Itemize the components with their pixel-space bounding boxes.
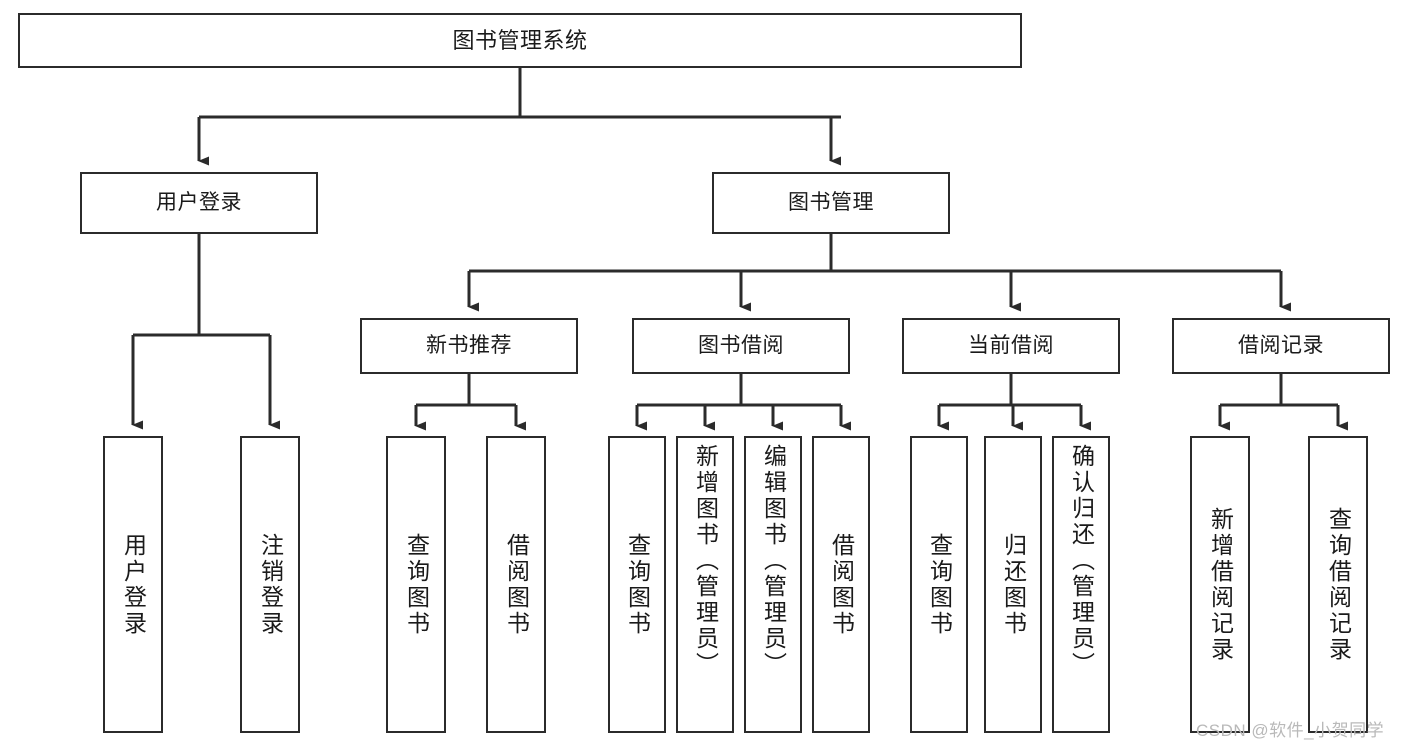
leaf-current-query-book-label: 查询图书 [926,532,953,637]
leaf-borrow-edit-book-label: 编辑图书（管理员） [760,444,787,678]
node-user-login-label: 用户登录 [156,190,242,214]
leaf-record-query[interactable]: 查询借阅记录 [1308,436,1368,733]
node-book-borrow[interactable]: 图书借阅 [632,318,850,374]
leaf-recommend-query-book[interactable]: 查询图书 [386,436,446,733]
leaf-current-confirm-return-label: 确认归还（管理员） [1068,444,1095,678]
node-root-label: 图书管理系统 [452,27,588,53]
node-book-borrow-label: 图书借阅 [698,333,784,357]
leaf-user-login[interactable]: 用户登录 [103,436,163,733]
leaf-borrow-query-book-label: 查询图书 [624,532,651,637]
node-current-borrow[interactable]: 当前借阅 [902,318,1120,374]
leaf-current-confirm-return[interactable]: 确认归还（管理员） [1052,436,1110,733]
leaf-record-query-label: 查询借阅记录 [1325,506,1352,663]
leaf-user-logout-label: 注销登录 [257,532,284,637]
node-borrow-record-label: 借阅记录 [1238,333,1324,357]
leaf-user-logout[interactable]: 注销登录 [240,436,300,733]
leaf-borrow-borrow-book-label: 借阅图书 [828,532,855,637]
node-root[interactable]: 图书管理系统 [18,13,1022,68]
leaf-recommend-query-book-label: 查询图书 [403,532,430,637]
leaf-record-add[interactable]: 新增借阅记录 [1190,436,1250,733]
watermark: CSDN @软件_小贺同学 [1196,721,1385,740]
node-book-manage-label: 图书管理 [788,190,874,214]
leaf-borrow-borrow-book[interactable]: 借阅图书 [812,436,870,733]
leaf-current-query-book[interactable]: 查询图书 [910,436,968,733]
node-current-borrow-label: 当前借阅 [968,333,1054,357]
node-new-book-recommend-label: 新书推荐 [426,333,512,357]
leaf-borrow-edit-book[interactable]: 编辑图书（管理员） [744,436,802,733]
leaf-borrow-add-book-label: 新增图书（管理员） [692,444,719,678]
node-book-manage[interactable]: 图书管理 [712,172,950,234]
node-borrow-record[interactable]: 借阅记录 [1172,318,1390,374]
leaf-user-login-label: 用户登录 [120,532,147,637]
leaf-recommend-borrow-book-label: 借阅图书 [503,532,530,637]
leaf-recommend-borrow-book[interactable]: 借阅图书 [486,436,546,733]
node-user-login[interactable]: 用户登录 [80,172,318,234]
leaf-borrow-query-book[interactable]: 查询图书 [608,436,666,733]
leaf-current-return-book[interactable]: 归还图书 [984,436,1042,733]
node-new-book-recommend[interactable]: 新书推荐 [360,318,578,374]
leaf-current-return-book-label: 归还图书 [1000,532,1027,637]
leaf-record-add-label: 新增借阅记录 [1207,506,1234,663]
leaf-borrow-add-book[interactable]: 新增图书（管理员） [676,436,734,733]
